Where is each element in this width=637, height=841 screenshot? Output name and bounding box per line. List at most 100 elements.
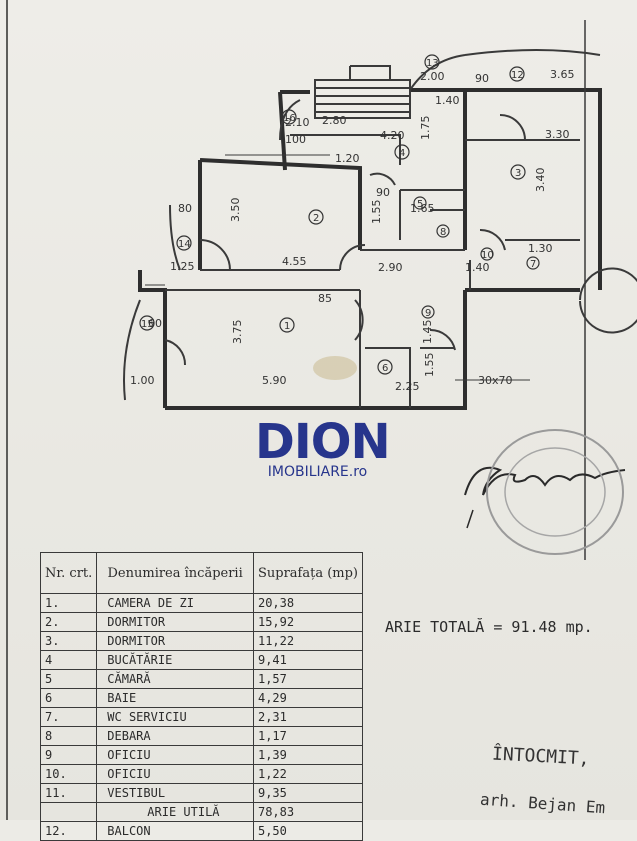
dimension: 3.30 [545, 128, 570, 141]
room-number: 7 [530, 259, 536, 270]
room-number: 8 [440, 227, 446, 238]
author-name: arh. Bejan Em [479, 789, 606, 818]
row-nr [39, 802, 98, 822]
row-name: ARIE UTILĂ [96, 802, 254, 822]
room-number: 5 [417, 199, 423, 210]
dimension: 1.40 [465, 261, 490, 274]
room-number: 16 [283, 113, 296, 124]
dimension: 2.00 [420, 70, 445, 83]
row-area: 1,17 [252, 726, 364, 746]
room-number: 10 [481, 250, 494, 261]
row-name: OFICIU [96, 745, 254, 765]
signature [464, 466, 626, 529]
dimension: 2.10 [285, 116, 310, 129]
header-nr: Nr. crt. [39, 552, 98, 594]
dimension: 3.40 [534, 168, 547, 193]
room-number: 3 [515, 168, 521, 179]
room-number: 12 [511, 70, 524, 81]
row-name: DORMITOR [96, 631, 254, 651]
dimension: 1.45 [421, 320, 434, 345]
dimension: 90 [475, 72, 489, 85]
row-nr: 11. [39, 783, 98, 803]
dimension: 30x70 [478, 374, 513, 387]
dimension: 2.25 [395, 380, 420, 393]
room-number: 2 [313, 213, 319, 224]
row-area: 9,41 [252, 650, 364, 670]
official-stamp [486, 429, 624, 555]
room-number: 4 [399, 148, 405, 159]
header-area: Suprafața (mp) [252, 552, 364, 594]
row-name: BAIE [96, 688, 254, 708]
dimension: 2.80 [322, 114, 347, 127]
row-nr: 5 [39, 669, 98, 689]
dimension: 1.65 [410, 202, 435, 215]
row-name: BALCON [96, 821, 254, 841]
row-nr: 12. [39, 821, 98, 841]
row-area: 15,92 [252, 612, 364, 632]
total-area-text: ARIE TOTALĂ = 91.48 mp. [385, 618, 593, 636]
row-name: CAMERA DE ZI [96, 593, 254, 613]
dimension: 90 [376, 186, 390, 199]
row-name: BUCĂTĂRIE [96, 650, 254, 670]
room-number: 14 [178, 239, 191, 250]
rooms-area-table: Nr. crt. Denumirea încăperii Suprafața (… [39, 552, 364, 841]
row-name: VESTIBUL [96, 783, 254, 803]
row-nr: 3. [39, 631, 98, 651]
room-number: 1 [284, 321, 290, 332]
row-nr: 9 [39, 745, 98, 765]
row-area: 5,50 [252, 821, 364, 841]
dimension: 100 [285, 133, 306, 146]
row-area: 4,29 [252, 688, 364, 708]
room-number: 15 [141, 319, 154, 330]
header-room-name: Denumirea încăperii [96, 552, 254, 594]
logo-subtitle: IMOBILIARE.ro [267, 464, 368, 480]
dimension: 1.75 [419, 116, 432, 141]
dimension: 4.20 [380, 129, 405, 142]
row-area: 20,38 [252, 593, 364, 613]
table-header-row: Nr. crt. Denumirea încăperii Suprafața (… [39, 552, 364, 594]
dimension: 1.40 [435, 94, 460, 107]
room-number: 6 [382, 363, 388, 374]
row-name: CĂMARĂ [96, 669, 254, 689]
floor-plan-drawing: 1 2 3 4 5 6 7 8 9 10 12 13 14 15 16 2.00… [123, 20, 637, 560]
row-name: OFICIU [96, 764, 254, 784]
row-area: 1,22 [252, 764, 364, 784]
row-nr: 4 [39, 650, 98, 670]
room-number: 9 [425, 308, 431, 319]
row-nr: 7. [39, 707, 98, 727]
dimension: 1.25 [170, 260, 195, 273]
row-area: 11,22 [252, 631, 364, 651]
page-edge-line [6, 0, 8, 820]
dimension: 3.50 [229, 198, 242, 223]
row-area: 1,39 [252, 745, 364, 765]
row-nr: 1. [39, 593, 98, 613]
dimension: 1.00 [130, 374, 155, 387]
dimension: 1.20 [335, 152, 360, 165]
dimension: 85 [318, 292, 332, 305]
row-area: 1,57 [252, 669, 364, 689]
dimension: 1.55 [370, 200, 383, 225]
row-area: 2,31 [252, 707, 364, 727]
dimension: 3.75 [231, 320, 244, 345]
dion-logo: DION IMOBILIARE.ro [255, 416, 391, 486]
dimension: 1.30 [528, 242, 553, 255]
dimension: 1.55 [423, 353, 436, 378]
dimension: 3.65 [550, 68, 575, 81]
row-nr: 2. [39, 612, 98, 632]
row-nr: 10. [39, 764, 98, 784]
dimension: 5.90 [262, 374, 287, 387]
dimension-labels: 2.00 90 3.65 1.40 2.80 4.20 1.75 3.30 10… [130, 68, 575, 393]
row-area: 78,83 [252, 802, 364, 822]
room-number-labels: 1 2 3 4 5 6 7 8 9 10 12 13 14 15 16 [141, 58, 536, 374]
